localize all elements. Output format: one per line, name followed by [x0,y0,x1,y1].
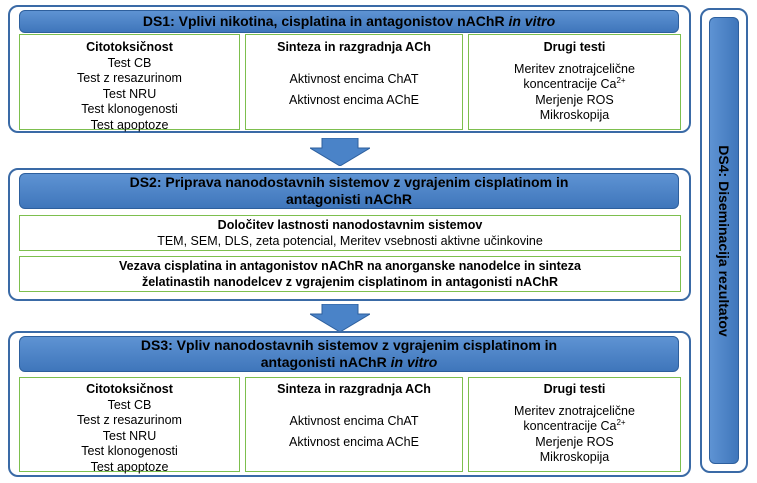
ds3-cytotoxicity-title: Citotoksičnost [86,382,173,396]
ds1-other-tests-item: Mikroskopija [539,108,610,122]
ds2-panel: DS2: Priprava nanodostavnih sistemov z v… [8,168,691,301]
ds3-ach-item: Aktivnost encima AChE [289,435,419,449]
ds1-ach-title: Sinteza in razgradnja ACh [277,40,431,54]
ds1-ach-box: Sinteza in razgradnja ACh Aktivnost enci… [245,34,463,130]
ds3-cytotoxicity-item: Test apoptoze [90,459,169,474]
ds3-other-tests-box: Drugi testi Meritev znotrajcelične konce… [468,377,681,472]
ds2-title-line2: antagonisti nAChR [286,191,412,207]
ds1-other-tests-item: Meritev znotrajcelične [514,61,635,76]
ds3-ach-title: Sinteza in razgradnja ACh [277,382,431,396]
ds1-other-tests-title: Drugi testi [543,40,606,54]
ds3-panel: DS3: Vpliv nanodostavnih sistemov z vgra… [8,331,691,477]
ds3-cytotoxicity-box: Citotoksičnost Test CB Test z resazurino… [19,377,240,474]
ds1-cytotoxicity-item: Test NRU [102,86,157,101]
ds3-other-tests-item: koncentracije Ca [523,419,617,433]
ds2-properties-box: Določitev lastnosti nanodostavnim sistem… [19,215,681,251]
ds2-binding-line1: Vezava cisplatina in antagonistov nAChR … [119,259,581,273]
down-arrow-icon [310,138,370,166]
ds3-other-tests-item: Merjenje ROS [535,434,614,449]
ds1-other-tests-box: Drugi testi Meritev znotrajcelične konce… [468,34,681,130]
ds1-panel: DS1: Vplivi nikotina, cisplatina in anta… [8,5,691,133]
ds3-other-tests-item: Meritev znotrajcelične [514,403,635,418]
ds3-ca-superscript: 2+ [616,417,626,427]
ds3-cytotoxicity-item: Test NRU [102,428,157,443]
ds1-title-italic: in vitro [508,13,556,29]
ds3-title-line1: DS3: Vpliv nanodostavnih sistemov z vgra… [140,337,558,353]
ds3-ach-item: Aktivnost encima ChAT [289,413,419,428]
ds3-header: DS3: Vpliv nanodostavnih sistemov z vgra… [19,336,679,372]
ds1-header: DS1: Vplivi nikotina, cisplatina in anta… [19,10,679,33]
ds3-other-tests-title: Drugi testi [543,382,606,396]
ds3-cytotoxicity-item: Test klonogenosti [81,444,178,458]
ds3-cytotoxicity-item: Test z resazurinom [77,413,182,427]
ds3-title-italic: in vitro [390,354,438,370]
ds4-bar: DS4: Diseminacija rezultatov [709,17,739,464]
ds1-ach-item: Aktivnost encima ChAT [289,71,419,86]
ds1-cytotoxicity-item: Test apoptoze [90,117,169,132]
ds2-binding-box: Vezava cisplatina in antagonistov nAChR … [19,256,681,292]
ds1-cytotoxicity-item: Test CB [107,55,152,70]
ds1-ach-item: Aktivnost encima AChE [289,93,419,107]
ds1-title: DS1: Vplivi nikotina, cisplatina in anta… [142,13,505,29]
ds2-properties-methods: TEM, SEM, DLS, zeta potencial, Meritev v… [157,233,543,248]
ds1-cytotoxicity-box: Citotoksičnost Test CB Test z resazurino… [19,34,240,132]
ds2-header: DS2: Priprava nanodostavnih sistemov z v… [19,173,679,209]
down-arrow-icon [310,304,370,332]
ds1-ca-superscript: 2+ [616,75,626,85]
ds1-cytotoxicity-item: Test klonogenosti [81,102,178,116]
ds2-properties-title: Določitev lastnosti nanodostavnim sistem… [217,218,483,232]
ds3-ach-box: Sinteza in razgradnja ACh Aktivnost enci… [245,377,463,472]
ds4-panel: DS4: Diseminacija rezultatov [700,8,748,473]
ds4-label: DS4: Diseminacija rezultatov [716,144,732,337]
ds3-cytotoxicity-item: Test CB [107,397,152,412]
ds1-cytotoxicity-title: Citotoksičnost [86,40,173,54]
ds1-cytotoxicity-item: Test z resazurinom [77,71,182,85]
ds1-other-tests-item: koncentracije Ca [523,77,617,91]
ds2-binding-line2: želatinastih nanodelcev z vgrajenim cisp… [141,274,559,289]
ds1-other-tests-item: Merjenje ROS [535,92,614,107]
ds3-title-line2: antagonisti nAChR [260,354,387,370]
ds3-other-tests-item: Mikroskopija [539,450,610,464]
ds2-title-line1: DS2: Priprava nanodostavnih sistemov z v… [129,174,569,190]
